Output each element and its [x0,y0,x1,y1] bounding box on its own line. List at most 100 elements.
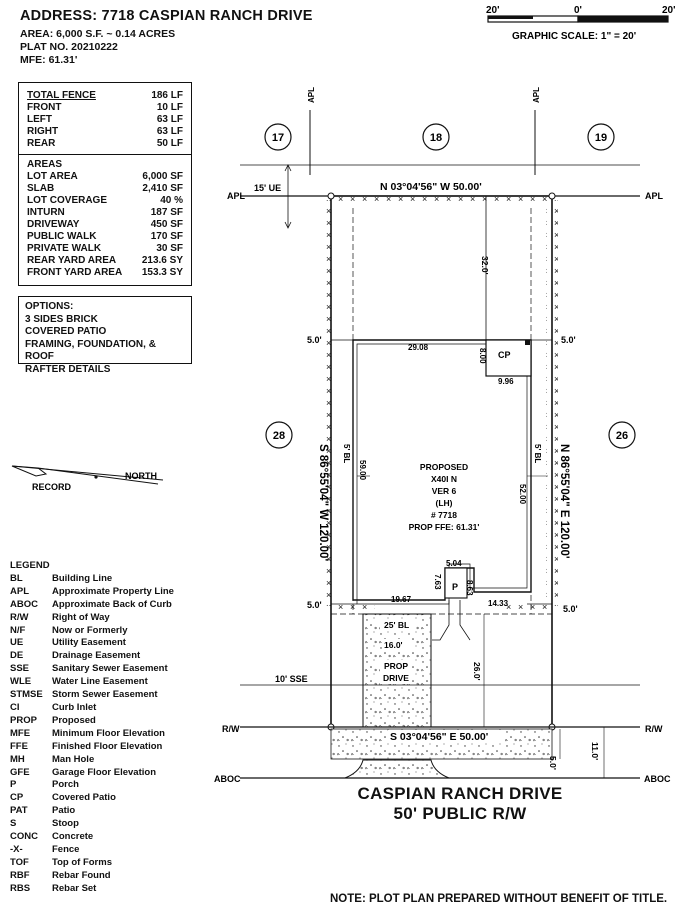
legend-desc: Approximate Property Line [52,585,174,597]
fence-row-label: FRONT [27,102,62,113]
dim-1433-label: 14.33 [488,599,509,608]
front-bl-label: 25' BL [384,620,409,630]
legend-desc: Proposed [52,714,96,726]
side-setback-label: 5.0' [307,600,322,610]
legend-abbr: S [10,818,17,830]
legend-item: R/W Right of Way [10,612,174,625]
dim-1967-label: 19.67 [391,595,412,604]
legend-abbr: BL [10,572,23,584]
legend-desc: Right of Way [52,611,110,623]
area-row-label: REAR YARD AREA [27,255,117,266]
legend-desc: Porch [52,779,79,791]
north-label: NORTH [125,471,157,481]
legend-desc: Patio [52,805,76,817]
legend-desc: Concrete [52,831,94,843]
record-label: RECORD [32,482,72,492]
porch [444,567,468,599]
area-row-value: 153.3 SY [141,267,183,278]
fence-row-value: 10 LF [156,102,183,113]
options-line: FRAMING, FOUNDATION, & ROOF [25,338,156,363]
south-bearing-label: S 03°04'56" E 50.00' [390,731,488,743]
rw-right-label: R/W [645,724,663,734]
graphic-scale: 20' 0' 20' GRAPHIC SCALE: 1" = 20' [486,5,676,42]
legend-desc: Approximate Back of Curb [52,598,172,610]
legend-desc: Rebar Found [52,869,111,881]
legend-abbr: MFE [10,727,31,739]
mfe-text: MFE: 61.31' [20,54,78,66]
legend-desc: Covered Patio [52,792,116,804]
dim-800-label: 8.00 [478,348,487,364]
apl-top-right-label: APL [532,87,541,103]
lot-19-marker: 19 [587,123,615,151]
dim-863-label: 8.63 [465,580,474,596]
area-row-label: LOT AREA [27,171,78,182]
fence-row-value: 63 LF [156,126,183,137]
house-label: VER 6 [432,486,457,496]
cp-label: CP [498,350,511,360]
legend-abbr: CP [10,792,24,804]
legend-abbr: CI [10,701,20,713]
dim-110-label: 11.0' [590,742,600,760]
scale-right-label: 20' [662,5,676,16]
apl-top-left-label: APL [307,87,316,103]
plan-label: 28 [273,430,285,442]
plan-label: 26 [616,430,628,442]
legend-desc: Building Line [52,572,113,584]
legend-abbr: SSE [10,663,30,675]
options-line: COVERED PATIO [25,326,107,338]
legend-desc: Man Hole [52,753,95,765]
plan-label: 17 [272,132,284,144]
prop-drive-label: PROP [384,661,408,671]
sse-label: 10' SSE [275,674,308,684]
areas-title: AREAS [27,159,63,170]
title-note: NOTE: PLOT PLAN PREPARED WITHOUT BENEFIT… [330,893,668,905]
side-setback-label: 5.0' [563,604,578,614]
dim-2908-label: 29.08 [408,343,429,352]
legend-abbr: R/W [10,611,29,623]
bl-right-label: 5' BL [533,444,542,463]
house-label: (LH) [436,498,453,508]
area-row: REAR YARD AREA 213.6 SY [27,255,183,267]
legend-item: -X-Fence [10,844,174,857]
area-row-value: 6,000 SF [142,171,183,182]
ue-label: 15' UE [254,183,281,193]
legend-item: P Porch [10,779,174,792]
dim-5200-label: 52.00 [518,484,527,505]
legend-desc: Top of Forms [52,856,112,868]
plan-label: 19 [595,132,607,144]
legend-desc: Garage Floor Elevation [52,766,156,778]
lot-17-marker: 17 [264,123,292,151]
porch-label: P [452,582,458,592]
options-line: RAFTER DETAILS [25,363,111,375]
options-box: OPTIONS: 3 SIDES BRICK COVERED PATIO FRA… [18,296,192,375]
area-row-value: 213.6 SY [141,255,183,266]
fence-row-value: 50 LF [156,138,183,149]
legend-item: CP Covered Patio [10,792,174,805]
legend-abbr: WLE [10,676,32,688]
area-row-value: 30 SF [156,243,183,254]
legend-abbr: STMSE [10,689,43,701]
dim-260-label: 26.0' [472,662,482,681]
legend-abbr: P [10,779,17,791]
area-row-value: 170 SF [150,231,183,242]
area-row-label: LOT COVERAGE [27,195,108,206]
